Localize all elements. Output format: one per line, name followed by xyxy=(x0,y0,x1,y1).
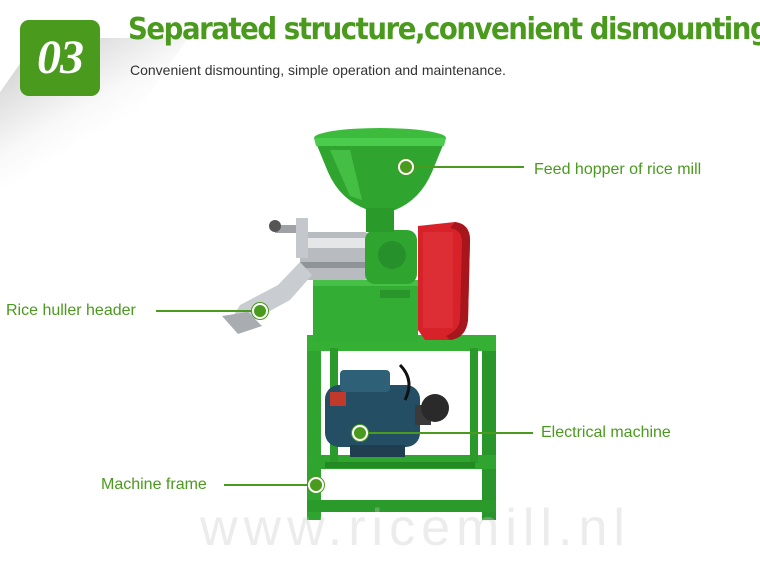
outlet-chute-drawing xyxy=(222,262,312,334)
feed-hopper-leader-line xyxy=(406,166,524,168)
feed-hopper-label: Feed hopper of rice mill xyxy=(534,161,702,178)
huller-header-label: Rice huller header xyxy=(6,302,136,319)
watermark: www.ricemill.nl xyxy=(200,499,631,557)
step-number-badge: 03 xyxy=(20,20,100,96)
electrical-machine-marker xyxy=(352,425,368,441)
electric-motor-drawing xyxy=(325,363,449,457)
page-subtitle: Convenient dismounting, simple operation… xyxy=(130,62,506,78)
machine-frame-marker xyxy=(308,477,324,493)
electrical-machine-leader-line xyxy=(360,432,533,434)
huller-header-marker xyxy=(252,303,268,319)
electrical-machine-label: Electrical machine xyxy=(541,424,671,441)
mill-body-drawing xyxy=(313,280,418,342)
rice-mill-machine-illustration xyxy=(222,128,496,520)
belt-guard-drawing xyxy=(418,222,470,340)
huller-header-leader-line xyxy=(156,310,260,312)
page-title: Separated structure,convenient dismounti… xyxy=(128,12,760,47)
machine-frame-leader-line xyxy=(224,484,316,486)
feed-hopper-drawing xyxy=(314,128,446,232)
feed-hopper-marker xyxy=(398,159,414,175)
huller-cylinder-drawing xyxy=(269,218,417,284)
machine-frame-label: Machine frame xyxy=(101,476,207,493)
